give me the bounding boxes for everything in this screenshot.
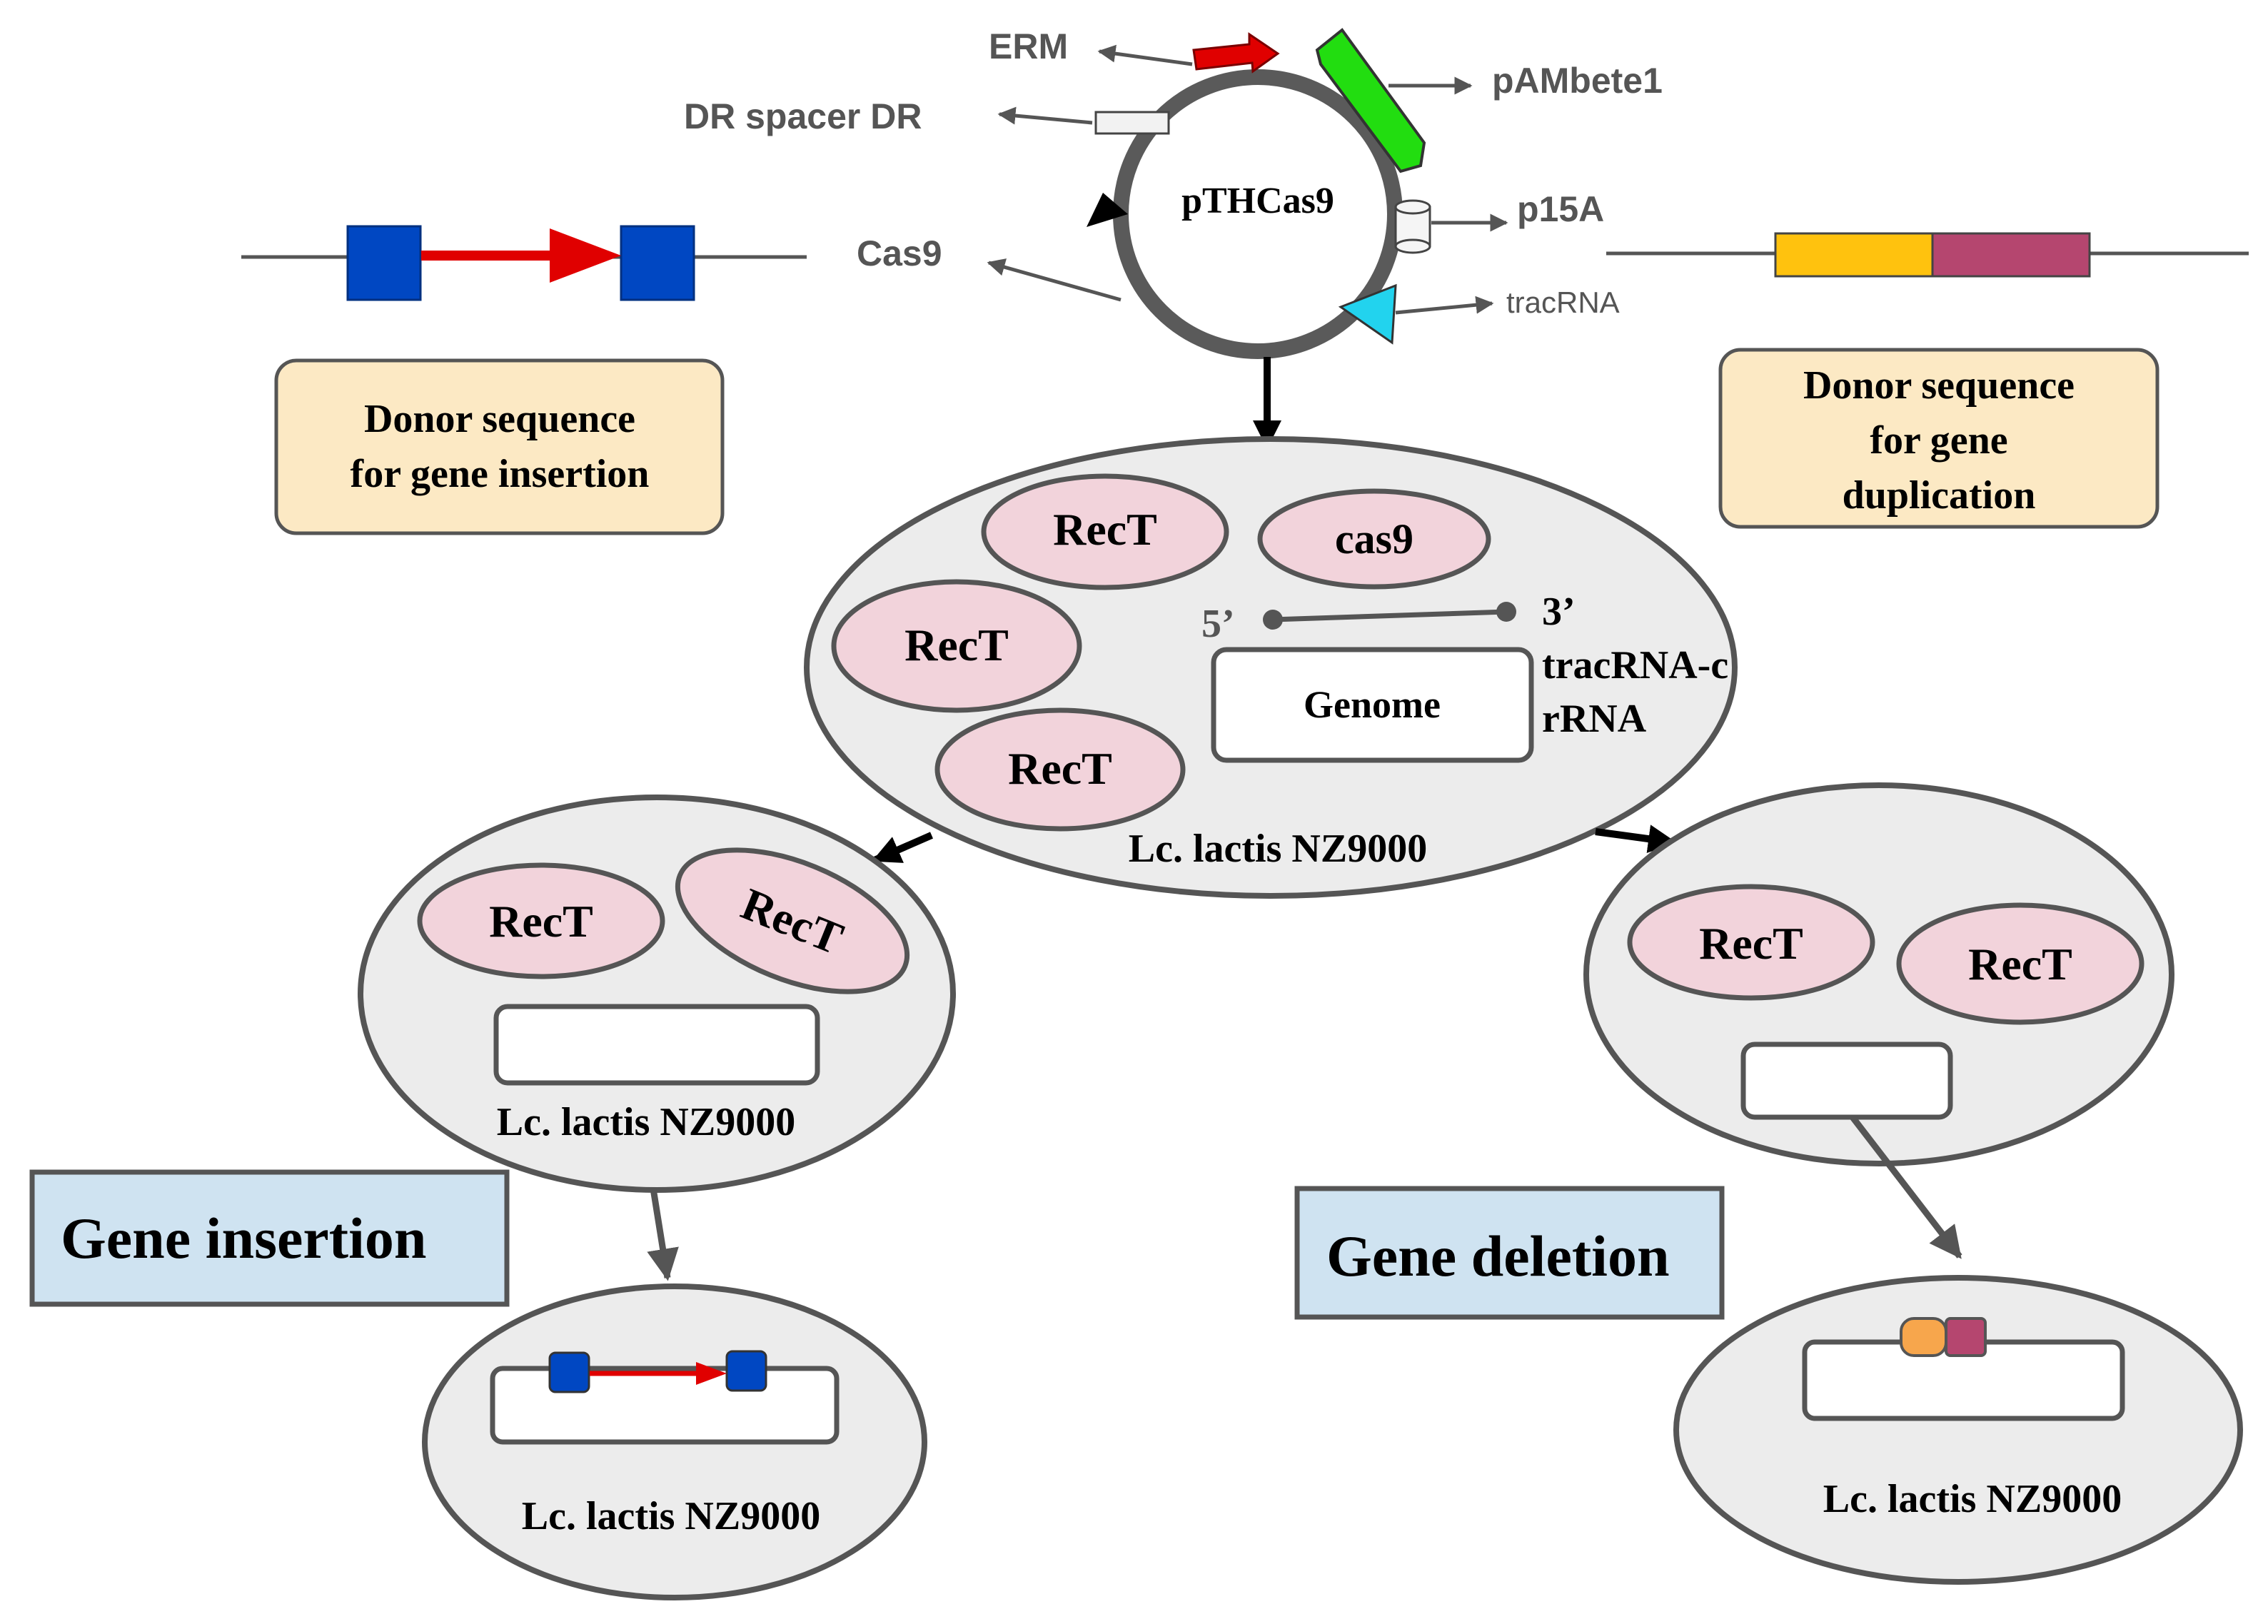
cas9-label: Cas9	[857, 233, 942, 273]
pambete1-gene	[1315, 28, 1426, 173]
bottom-right-block-magenta	[1945, 1317, 1987, 1357]
gene-deletion-label-box: Gene deletion	[1294, 1186, 1725, 1320]
left-rect-protein-1	[417, 862, 665, 979]
right-genome-box	[1740, 1042, 1953, 1120]
gene-deletion-label: Gene deletion	[1326, 1224, 1670, 1288]
cas9-protein-label: cas9	[1335, 515, 1413, 563]
rect-label-2: RecT	[904, 620, 1009, 670]
plasmid-name: pTHCas9	[1181, 181, 1334, 221]
dr-spacer-label: DR spacer DR	[684, 96, 922, 136]
right-cell: RecT RecT	[1583, 782, 2174, 1166]
bottom-left-genome-box	[490, 1366, 840, 1445]
rect-protein-2	[831, 579, 1082, 713]
donor-duplication-line1: Donor sequence	[1803, 363, 2075, 408]
donor-insertion-line1: Donor sequence	[364, 397, 635, 441]
rect-label-3: RecT	[1008, 743, 1112, 794]
bottom-left-cell: Lc. lactis NZ9000	[422, 1283, 927, 1600]
donor-duplication-box: Donor sequence for gene duplication	[1718, 348, 2159, 529]
tracrna-crrna-label-1: tracRNA-c	[1542, 643, 1728, 687]
right-rect-label-1: RecT	[1699, 918, 1803, 969]
homology-arm-right	[620, 225, 695, 301]
erm-label: ERM	[989, 26, 1068, 66]
main-to-left-arrow	[872, 832, 934, 864]
bottom-left-cell-strain: Lc. lactis NZ9000	[522, 1494, 820, 1538]
right-to-bottom-arrow	[1850, 1115, 1962, 1259]
donor-duplication-line3: duplication	[1843, 473, 2036, 518]
left-cell: RecT RecT Lc. lactis NZ9000	[358, 795, 956, 1193]
tracrna-label: tracRNA	[1506, 286, 1620, 319]
bottom-left-arm-left	[548, 1351, 590, 1393]
donor-insertion-box: Donor sequence for gene insertion	[274, 358, 725, 535]
erm-gene	[1192, 32, 1280, 74]
bottom-right-cell: Lc. lactis NZ9000	[1673, 1275, 2243, 1585]
plasmid-map: pTHCas9	[1087, 28, 1431, 359]
rect-protein-1	[981, 473, 1229, 590]
pambete1-label: pAMbete1	[1492, 61, 1663, 101]
donor-insertion-line2: for gene insertion	[351, 452, 650, 496]
p15a-label: p15A	[1517, 189, 1604, 229]
gene-insertion-label: Gene insertion	[61, 1206, 426, 1271]
donor-duplication-construct	[1606, 232, 2249, 278]
right-rect-protein-1	[1627, 884, 1875, 1001]
p15a-origin	[1394, 199, 1431, 254]
tracrna-gene	[1338, 283, 1397, 345]
left-rect-label-1: RecT	[489, 896, 593, 947]
main-cell-strain: Lc. lactis NZ9000	[1129, 827, 1427, 871]
duplication-block-yellow	[1774, 232, 1934, 278]
genome-label: Genome	[1304, 683, 1441, 726]
cas9-gene-marker	[1087, 193, 1128, 227]
rect-protein-3	[934, 707, 1186, 832]
five-prime-label: 5’	[1201, 602, 1235, 646]
donor-insertion-construct	[241, 225, 807, 301]
tracrna-crrna-label-2: rRNA	[1542, 697, 1647, 741]
bottom-right-cell-strain: Lc. lactis NZ9000	[1823, 1477, 2122, 1521]
right-rect-protein-2	[1896, 902, 2144, 1025]
left-rect-protein-2	[675, 847, 910, 994]
donor-duplication-line2: for gene	[1870, 418, 2007, 463]
homology-arm-left	[346, 225, 422, 301]
left-to-bottom-arrow	[647, 1188, 679, 1281]
rect-label-1: RecT	[1053, 504, 1157, 555]
three-prime-label: 3’	[1542, 590, 1576, 634]
gene-insertion-label-box: Gene insertion	[29, 1169, 510, 1307]
genome-box	[1211, 647, 1534, 763]
left-genome-box	[493, 1004, 820, 1086]
insert-arrow-head	[550, 228, 621, 283]
cas9-protein	[1257, 488, 1491, 590]
bottom-left-arm-right	[725, 1350, 767, 1392]
plasmid-label-arrows	[987, 44, 1508, 315]
main-cell: RecT cas9 RecT RecT 5’ 3’ tracRNA-c rRNA…	[804, 436, 1738, 899]
left-cell-strain: Lc. lactis NZ9000	[497, 1100, 795, 1144]
plasmid-labels: ERM pAMbete1 DR spacer DR p15A Cas9 trac…	[684, 26, 1663, 319]
bottom-right-block-yellow	[1900, 1317, 1947, 1357]
main-to-right-arrow	[1595, 824, 1677, 853]
tracrna-crrna-strand	[1272, 609, 1507, 622]
right-rect-label-2: RecT	[1968, 939, 2072, 989]
dr-spacer-box	[1094, 111, 1170, 135]
duplication-block-magenta	[1931, 232, 2091, 278]
